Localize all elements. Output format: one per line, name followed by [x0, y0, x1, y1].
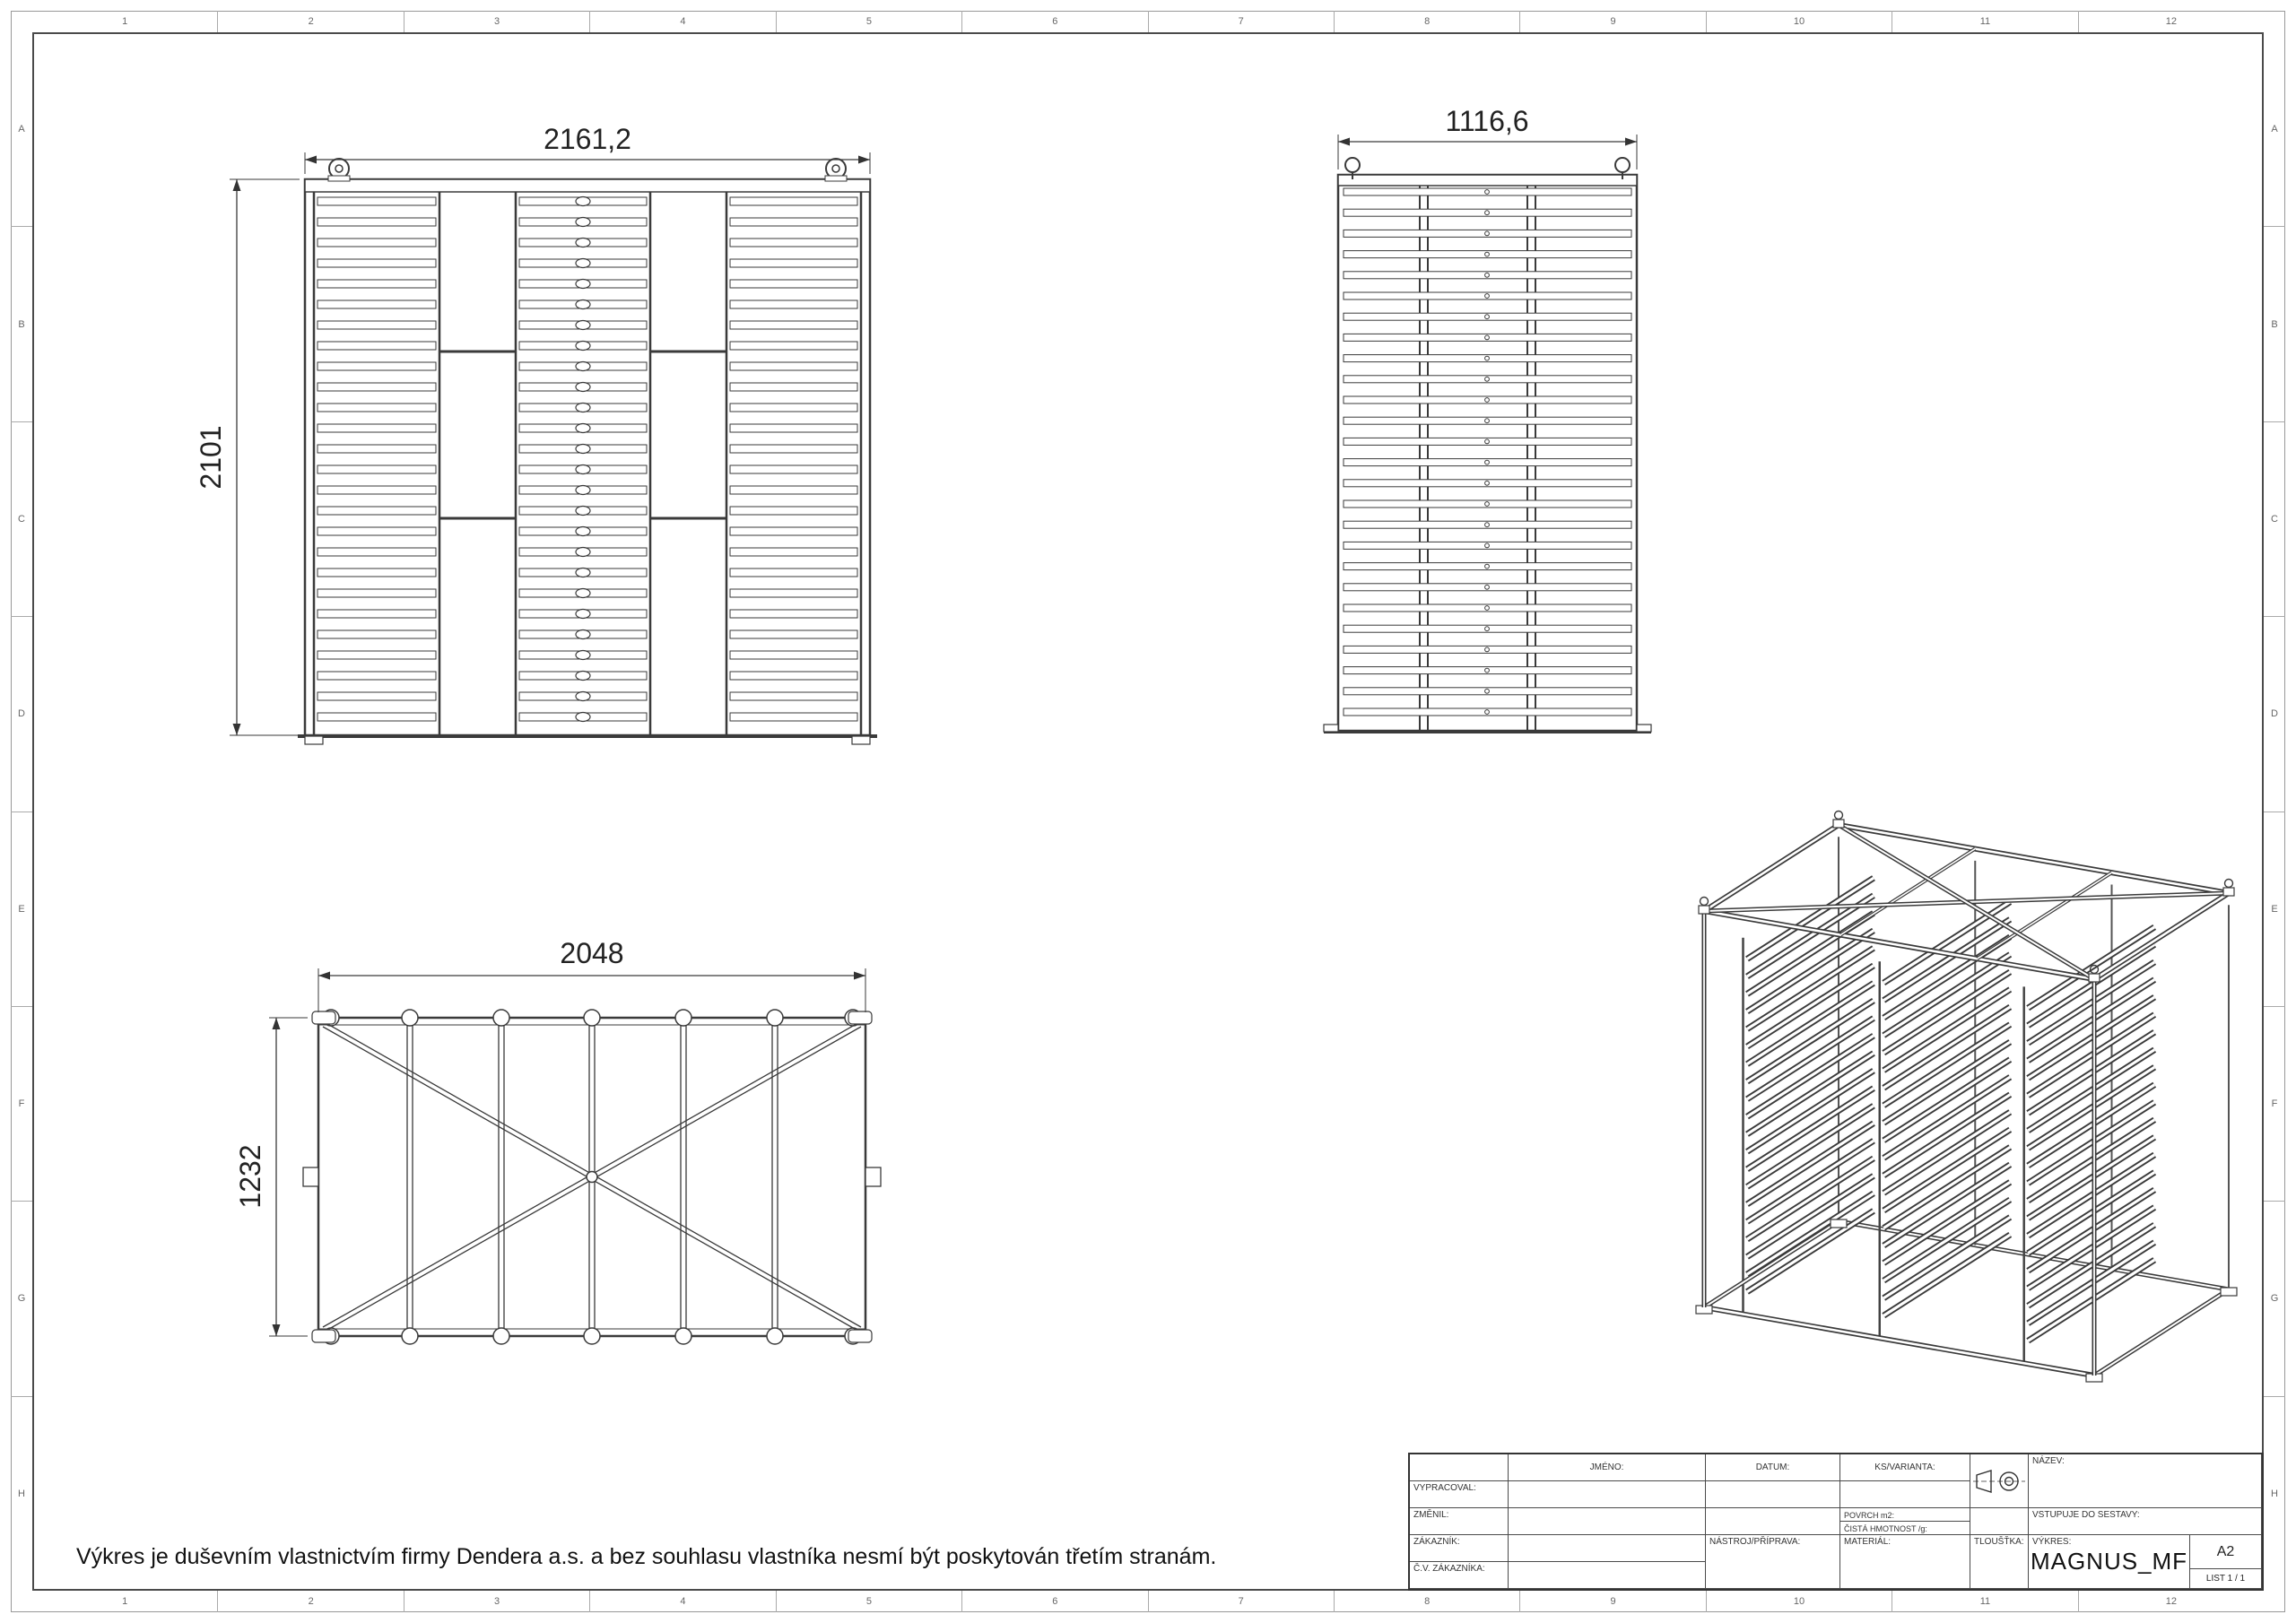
titleblock-field-cista-hmotnost: ČISTÁ HMOTNOST /g:	[1840, 1522, 1970, 1535]
zone-label: 8	[1333, 1591, 1519, 1612]
zone-label: 1	[122, 16, 128, 27]
zone-label: 9	[1519, 1591, 1705, 1612]
titleblock-value-datum	[1706, 1481, 1840, 1508]
zone-label: 12	[2077, 11, 2264, 32]
zone-label: 11	[1892, 1591, 2077, 1612]
titleblock-value-ks	[1840, 1481, 1970, 1508]
isometric-view	[1695, 810, 2238, 1383]
zone-label: 3	[403, 11, 589, 32]
side-width-dimension: 1116,6	[1445, 105, 1528, 137]
titleblock-header-ks-varianta: KS/VARIANTA:	[1840, 1454, 1970, 1481]
zone-label: 7	[1147, 11, 1334, 32]
zone-label: 12	[2077, 1591, 2264, 1612]
zone-label: 2	[217, 1591, 403, 1612]
titleblock-field-vykres: VÝKRES: MAGNUS_MF	[2029, 1535, 2190, 1589]
titleblock-value-cv	[1509, 1562, 1706, 1589]
zone-label: E	[11, 811, 32, 1006]
titleblock-value-vypracoval	[1509, 1481, 1706, 1508]
titleblock-cell-empty	[1410, 1454, 1509, 1481]
zone-label: C	[11, 421, 32, 616]
titleblock-header-jmeno: JMÉNO:	[1509, 1454, 1706, 1481]
zone-label: B	[11, 226, 32, 421]
zone-label: 6	[961, 11, 1147, 32]
projection-symbol-icon	[1973, 1469, 2025, 1493]
title-block: JMÉNO: DATUM: KS/VARIANTA: NÁZEV: VYPRAC…	[1408, 1453, 2264, 1591]
front-view: 2161,2 2101	[195, 123, 877, 745]
titleblock-value-zmenil	[1509, 1508, 1706, 1535]
titleblock-value-empty	[1706, 1508, 1840, 1535]
zone-label: G	[11, 1201, 32, 1395]
zone-label: A	[18, 124, 25, 135]
titleblock-cell-empty2	[1970, 1508, 2029, 1535]
top-height-dimension: 1232	[234, 1144, 266, 1208]
zone-label: H	[11, 1395, 32, 1591]
zone-label: D	[2264, 616, 2285, 811]
zone-label: 3	[403, 1591, 589, 1612]
zone-label: H	[2264, 1395, 2285, 1591]
titleblock-field-zmenil: ZMĚNIL:	[1410, 1508, 1509, 1535]
zone-label: F	[11, 1005, 32, 1201]
zone-label: E	[2264, 811, 2285, 1006]
titleblock-field-nazev: NÁZEV:	[2029, 1454, 2262, 1508]
zone-label: G	[2264, 1201, 2285, 1395]
zone-label: B	[2264, 226, 2285, 421]
zone-label: 6	[961, 1591, 1147, 1612]
titleblock-value-zakaznik	[1509, 1535, 1706, 1562]
zone-label: 9	[1519, 11, 1705, 32]
zone-label: 7	[1147, 1591, 1334, 1612]
titleblock-field-vypracoval: VYPRACOVAL:	[1410, 1481, 1509, 1508]
sheet-list-number: LIST 1 / 1	[2190, 1569, 2262, 1589]
top-width-dimension: 2048	[560, 937, 623, 969]
zone-label: 11	[1892, 11, 2077, 32]
zone-label: F	[2264, 1005, 2285, 1201]
top-view: 2048 1232	[234, 937, 882, 1345]
front-width-dimension: 2161,2	[544, 123, 631, 155]
zone-label: C	[2264, 421, 2285, 616]
titleblock-field-zakaznik: ZÁKAZNÍK:	[1410, 1535, 1509, 1562]
titleblock-field-nastroj: NÁSTROJ/PŘÍPRAVA:	[1706, 1535, 1840, 1589]
drawing-number: MAGNUS_MF	[2030, 1548, 2188, 1575]
front-height-dimension: 2101	[195, 425, 227, 489]
zone-label: 5	[775, 11, 961, 32]
zone-label: 8	[1333, 11, 1519, 32]
projection-symbol-cell	[1970, 1454, 2029, 1508]
zone-label: D	[11, 616, 32, 811]
sheet-format: A2	[2190, 1535, 2262, 1569]
side-view: 1116,6	[1323, 105, 1652, 733]
titleblock-field-povrch: POVRCH m2:	[1840, 1508, 1970, 1522]
zone-label: A	[2271, 124, 2278, 135]
zone-label: 4	[589, 1591, 775, 1612]
titleblock-field-tloustka: TLOUŠŤKA:	[1970, 1535, 2029, 1589]
zone-label: 1	[122, 1596, 128, 1607]
titleblock-field-material: MATERIÁL:	[1840, 1535, 1970, 1589]
zone-label: 10	[1705, 11, 1892, 32]
titleblock-field-cv-zakaznika: Č.V. ZÁKAZNÍKA:	[1410, 1562, 1509, 1589]
zone-label: 4	[589, 11, 775, 32]
zone-label: 2	[217, 11, 403, 32]
copyright-note: Výkres je duševním vlastnictvím firmy De…	[76, 1544, 1217, 1569]
zone-label: 5	[775, 1591, 961, 1612]
zone-label: 10	[1705, 1591, 1892, 1612]
titleblock-field-vstupuje: VSTUPUJE DO SESTAVY:	[2029, 1508, 2262, 1535]
titleblock-header-datum: DATUM:	[1706, 1454, 1840, 1481]
